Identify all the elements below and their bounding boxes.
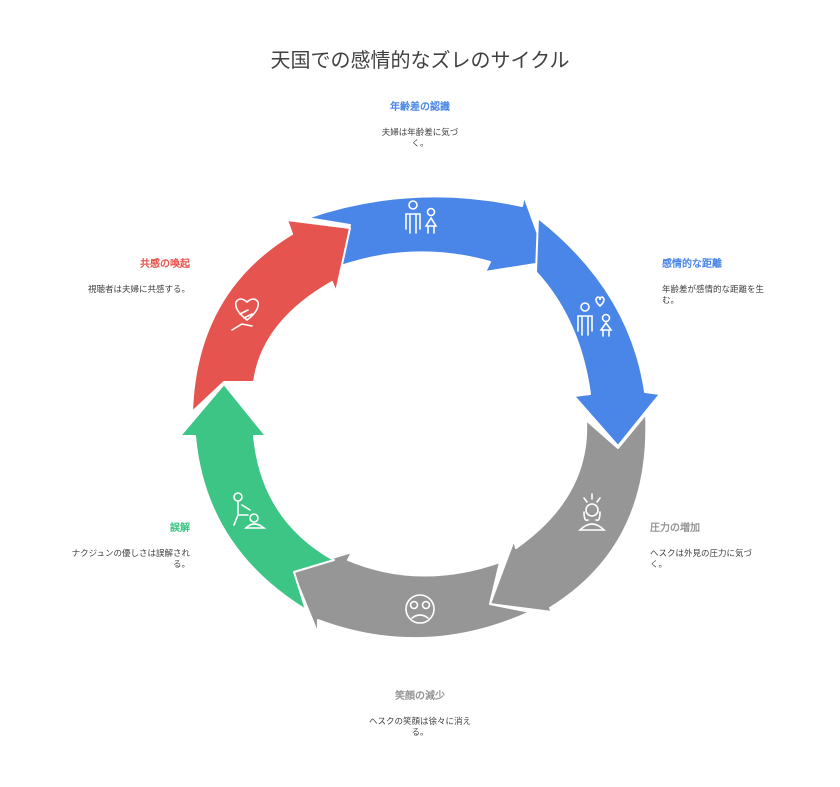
diagram-title: 天国での感情的なズレのサイクル [270,48,570,72]
stage-description: ヘスクは外見の圧力に気づく。 [650,549,753,570]
stage-label-empathy: 共感の喚起 視聴者は夫婦に共感する。 [80,258,190,296]
stage-label-emotional-distance: 感情的な距離 年齢差が感情的な距離を生む。 [662,258,772,307]
stressed-person-icon [578,493,606,531]
stage-description: 視聴者は夫婦に共感する。 [87,285,190,295]
stage-heading: 共感の喚起 [140,259,190,270]
stage-heading: 笑顔の減少 [395,691,445,702]
stage-description: ヘスクの笑顔は徐々に消える。 [368,717,471,738]
couple-icon [405,200,438,234]
sad-face-icon [405,594,435,624]
stage-heading: 誤解 [170,523,190,534]
caregiver-icon [233,492,267,529]
stage-description: 夫婦は年齢差に気づく。 [381,128,459,149]
stage-label-pressure: 圧力の増加 ヘスクは外見の圧力に気づく。 [650,522,760,571]
segment-blue-right [535,217,661,447]
stage-label-age-gap: 年齢差の認識 夫婦は年齢差に気づく。 [350,101,490,150]
heart-hand-icon [231,298,260,331]
stage-heading: 感情的な距離 [662,259,722,270]
couple-heart-icon [577,296,613,337]
stage-heading: 年齢差の認識 [390,102,450,113]
segment-green-left [179,383,335,611]
segment-red-left [191,219,351,413]
stage-label-misunderstanding: 誤解 ナクジュンの優しさは誤解される。 [70,522,190,571]
stage-description: ナクジュンの優しさは誤解される。 [71,549,190,570]
stage-label-smile: 笑顔の減少 ヘスクの笑顔は徐々に消える。 [350,690,490,739]
stage-heading: 圧力の増加 [650,523,700,534]
stage-description: 年齢差が感情的な距離を生む。 [662,285,765,306]
segment-gray-right [489,413,648,613]
